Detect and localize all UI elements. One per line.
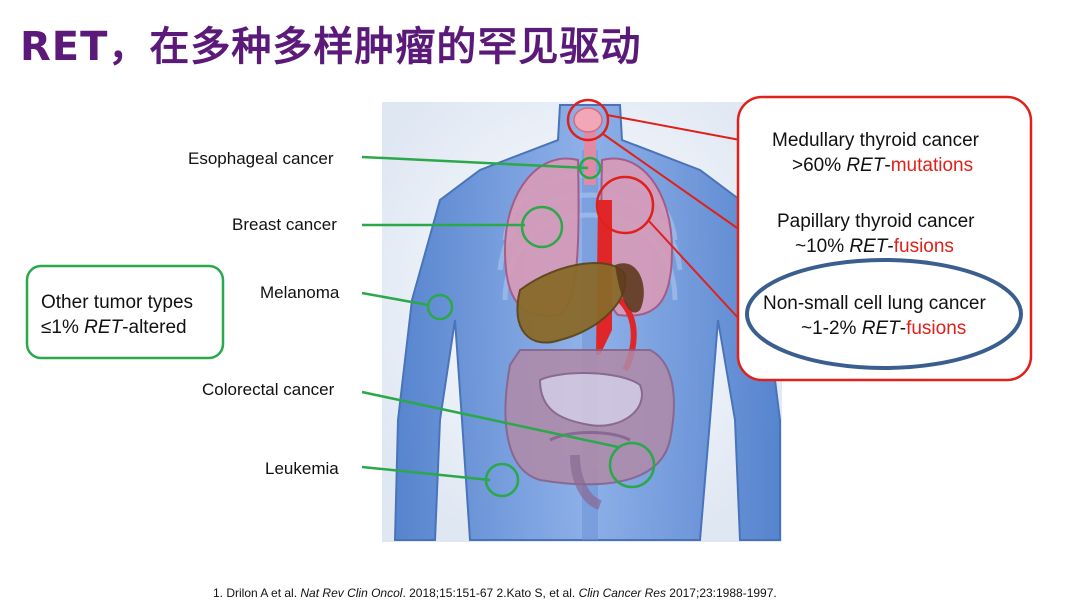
red-info-box bbox=[736, 95, 1033, 382]
page-title: RET，在多种多样肿瘤的罕见驱动 bbox=[20, 24, 642, 70]
colorectal-line bbox=[361, 390, 619, 449]
intestines bbox=[504, 349, 675, 510]
other-tumor-text: Other tumor types ≤1% RET-altered bbox=[41, 290, 193, 340]
thyroid bbox=[573, 107, 603, 133]
mtc-name: Medullary thyroid cancer bbox=[772, 130, 979, 151]
esophageal-marker bbox=[578, 156, 602, 180]
melanoma-marker bbox=[426, 293, 454, 321]
other-tumor-line1: Other tumor types bbox=[41, 292, 194, 313]
other-tumor-box bbox=[25, 264, 225, 360]
label-esophageal-cancer: Esophageal cancer bbox=[188, 149, 334, 168]
colorectal-marker bbox=[608, 441, 656, 489]
label-colorectal-cancer: Colorectal cancer bbox=[202, 380, 335, 399]
nsclc-name: Non-small cell lung cancer bbox=[763, 293, 986, 314]
thyroid-marker bbox=[566, 98, 610, 142]
ptc-stat: ~10% RET-fusions bbox=[795, 236, 954, 257]
red-connectors bbox=[566, 98, 741, 321]
nsclc-stat: ~1-2% RET-fusions bbox=[801, 318, 967, 339]
breast-marker bbox=[520, 205, 564, 249]
nsclc-ellipse bbox=[745, 258, 1023, 370]
leukemia-marker bbox=[484, 462, 520, 498]
melanoma-line bbox=[361, 291, 429, 307]
mtc-block: Medullary thyroid cancer >60% RET-mutati… bbox=[772, 128, 979, 178]
stomach bbox=[615, 263, 644, 313]
ptc-block: Papillary thyroid cancer ~10% RET-fusion… bbox=[777, 209, 974, 259]
esophageal-line bbox=[361, 155, 589, 170]
label-melanoma: Melanoma bbox=[260, 283, 340, 302]
leukemia-line bbox=[361, 465, 491, 482]
green-connectors bbox=[361, 155, 656, 498]
ptc-name: Papillary thyroid cancer bbox=[777, 211, 975, 232]
lung-marker bbox=[595, 175, 655, 235]
label-leukemia: Leukemia bbox=[265, 459, 339, 478]
reference-footer: 1. Drilon A et al. Nat Rev Clin Oncol. 2… bbox=[213, 586, 777, 600]
liver bbox=[516, 262, 627, 344]
label-breast-cancer: Breast cancer bbox=[232, 215, 337, 234]
nsclc-block: Non-small cell lung cancer ~1-2% RET-fus… bbox=[763, 291, 986, 341]
other-tumor-line2: ≤1% RET-altered bbox=[41, 317, 187, 338]
mtc-stat: >60% RET-mutations bbox=[792, 155, 974, 176]
